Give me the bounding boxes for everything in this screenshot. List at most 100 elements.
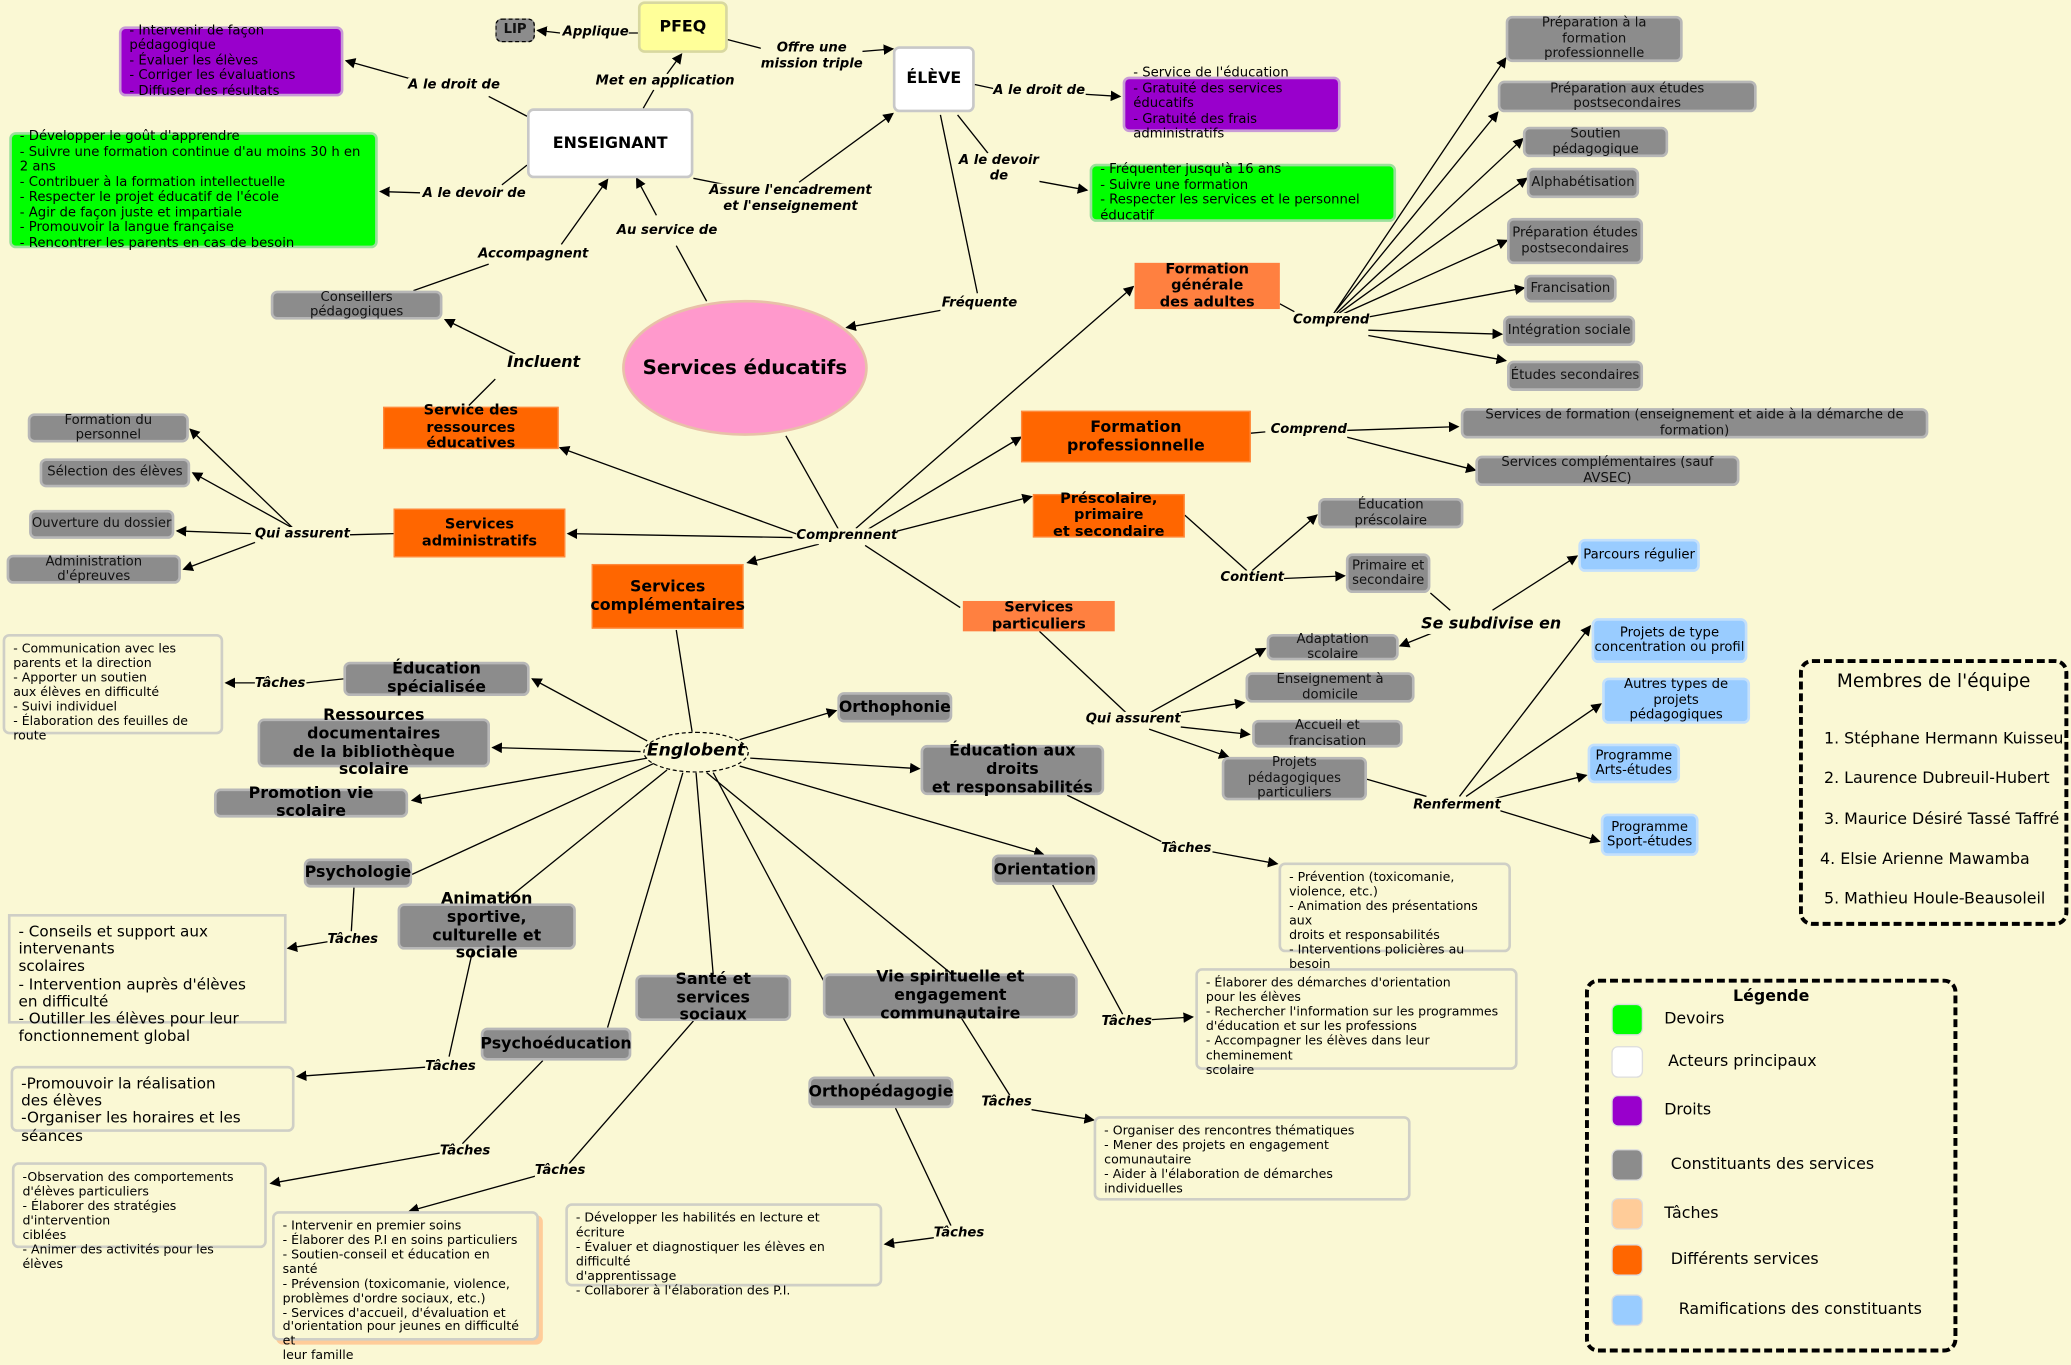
link-label: Applique [562,25,629,41]
ressources-doc-node[interactable]: Ressources documentaires de la bibliothè… [257,705,491,778]
link-label: Comprend [1270,422,1347,438]
connector-line [675,245,708,302]
fga-item[interactable]: Francisation [1524,274,1617,303]
fga-item[interactable]: Alphabétisation [1526,167,1640,199]
orthophonie-node[interactable]: Orthophonie [837,692,953,723]
vie-spirituelle-node[interactable]: Vie spirituelle et engagement communauta… [822,967,1078,1022]
ressources-educatives-node[interactable]: Service des ressources éducatives [383,402,559,452]
connector-line [845,309,941,332]
connector-line [488,95,528,117]
connector-line [1492,807,1601,844]
particuliers-item[interactable]: Enseignement à domicile [1245,672,1415,703]
promotion-node[interactable]: Promotion vie scolaire [213,784,409,820]
admin-item[interactable]: Ouverture du dossier [29,509,175,539]
teacher-node[interactable]: ENSEIGNANT [526,108,694,179]
teacher-duties-box[interactable]: - Développer le goût d'apprendre - Suivr… [9,129,378,250]
particuliers-item[interactable]: Projets pédagogiques particuliers [1221,756,1368,801]
legend-title: Légende [1733,986,1810,1006]
projets-item[interactable]: Programme Arts-études [1587,743,1681,784]
connector-line [1336,137,1524,314]
connector-line [706,772,952,974]
connector-line [957,114,989,154]
link-label: Tâches [534,1163,586,1179]
admin-node[interactable]: Services administratifs [393,508,566,558]
tasks-box-vie-spirituelle[interactable]: - Organiser des rencontres thématiques -… [1093,1116,1411,1201]
particuliers-item[interactable]: Accueil et francisation [1252,719,1403,748]
fga-node[interactable]: Formation générale des adultes [1134,260,1280,310]
fga-item[interactable]: Préparation aux études postsecondaires [1497,80,1757,113]
animation-node[interactable]: Animation sportive, culturelle et social… [397,889,576,962]
projets-item[interactable]: Autres types de projets pédagogiques [1602,677,1751,724]
connector-line [408,1174,538,1214]
services-educatifs-node[interactable]: Services éducatifs [622,299,868,436]
connector-line [1492,555,1579,611]
admin-item[interactable]: Formation du personnel [27,413,189,443]
legend-label: Acteurs principaux [1668,1051,1817,1070]
link-label: Qui assurent [1085,711,1181,728]
connector-line [1279,303,1295,313]
fga-item[interactable]: Préparation études postsecondaires [1507,217,1644,265]
tasks-box-psychologie[interactable]: - Conseils et support aux intervenants s… [7,913,287,1045]
psychoeducation-node[interactable]: Psychoéducation [480,1027,632,1061]
fp-item[interactable]: Services complémentaires (sauf AVSEC) [1475,455,1740,487]
pfeq-node[interactable]: PFEQ [637,1,728,53]
student-rights-box[interactable]: - Service de l'éducation - Gratuité des … [1122,66,1341,142]
connector-line [1492,772,1588,800]
connector-line [1368,328,1504,340]
fga-item[interactable]: Soutien pédagogique [1522,126,1669,158]
connector-line [558,445,800,536]
complementaires-node[interactable]: Services complémentaires [590,563,745,629]
projets-item[interactable]: Projets de type concentration ou profil [1591,618,1748,664]
connector-line [606,772,684,1028]
tasks-box-animation[interactable]: -Promouvoir la réalisation des élèves -O… [10,1065,295,1144]
prescolaire-node[interactable]: Éducation préscolaire [1318,497,1464,529]
connector-line [1368,334,1507,365]
tasks-box-orthopedagogie[interactable]: - Développer les habilités en lecture et… [565,1203,883,1298]
primaire-node[interactable]: Primaire et secondaire [1345,553,1431,594]
parcours-node[interactable]: Parcours régulier [1578,538,1700,572]
sante-node[interactable]: Santé et services sociaux [635,969,792,1024]
admin-item[interactable]: Sélection des élèves [39,458,191,488]
psychologie-node[interactable]: Psychologie [303,858,413,888]
connector-line [1251,514,1318,572]
fga-item[interactable]: Études secondaires [1507,360,1644,391]
particuliers-item[interactable]: Adaptation scolaire [1266,632,1399,662]
student-duties-box[interactable]: - Fréquenter jusqu'à 16 ans - Suivre une… [1089,162,1397,223]
conseillers-node[interactable]: Conseillers pédagogiques [270,290,443,320]
connector-line [864,436,1023,532]
tasks-box-psychoeducation[interactable]: -Observation des comportements d'élèves … [11,1162,267,1271]
orientation-node[interactable]: Orientation [991,854,1098,885]
legend-label: Tâches [1664,1203,1719,1222]
connector-line [175,526,251,537]
connector-line [642,89,655,109]
fga-item[interactable]: Intégration sociale [1503,315,1636,347]
student-node[interactable]: ÉLÈVE [892,46,975,113]
admin-item[interactable]: Administration d'épreuves [6,554,181,584]
ed-specialisee-node[interactable]: Éducation spécialisée [343,659,530,697]
connector-line [413,263,489,292]
pps-node[interactable]: Préscolaire, primaire et secondaire [1032,490,1185,540]
teacher-rights-box[interactable]: - Intervenir de façon pédagogique - Éval… [118,23,344,99]
link-label: Tâches [254,676,306,692]
ed-droits-node[interactable]: Éducation aux droits et responsabilités [920,742,1105,796]
connector-line [344,58,413,80]
link-label: Offre une mission triple [760,40,863,72]
tasks-box-ed-specialisee[interactable]: - Communication avec les parents et la d… [2,633,224,743]
connector-line [531,678,648,742]
tasks-box-ed-droits[interactable]: - Prévention (toxicomanie, violence, etc… [1278,862,1511,971]
englobent-node[interactable]: Englobent [643,731,749,773]
fp-item[interactable]: Services de formation (enseignement et a… [1460,408,1929,439]
lip-node[interactable]: LIP [495,18,535,43]
link-label: A le devoir de [958,153,1039,184]
fp-node[interactable]: Formation professionnelle [1020,410,1251,463]
fga-item[interactable]: Préparation à la formation professionnel… [1505,15,1683,63]
tasks-box-orientation[interactable]: - Élaborer des démarches d'orientation p… [1195,968,1518,1077]
tasks-box-sante[interactable]: - Intervenir en premier soins - Élaborer… [272,1211,539,1363]
projets-item[interactable]: Programme Sport-études [1600,813,1699,856]
connector-line [468,378,496,406]
particuliers-node[interactable]: Services particuliers [962,598,1115,632]
connector-line [443,318,516,355]
connector-line [343,532,394,536]
orthopedagogie-node[interactable]: Orthopédagogie [808,1076,954,1109]
connector-line [448,949,474,1057]
